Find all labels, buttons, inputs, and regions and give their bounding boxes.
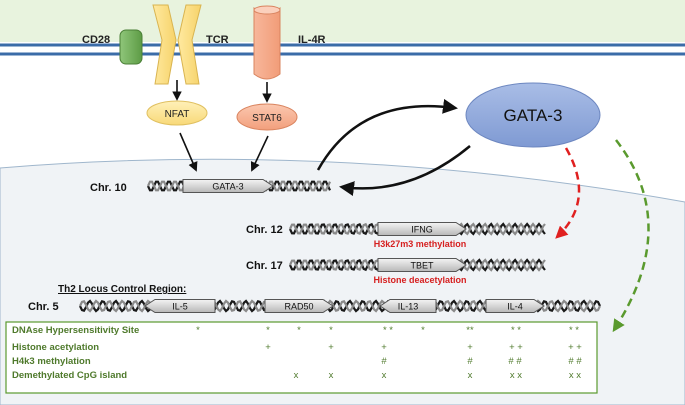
table-mark: +	[328, 342, 334, 353]
cd28-receptor	[119, 29, 143, 65]
ifng-gene: IFNG	[377, 222, 467, 236]
nfat-label: NFAT	[165, 109, 190, 120]
chr17-note: Histone deacetylation	[373, 275, 466, 285]
table-mark: #	[381, 356, 387, 367]
chromosome-12: IFNG	[289, 222, 546, 236]
gata3-protein-label: GATA-3	[504, 106, 563, 125]
table-mark: x x	[510, 370, 522, 381]
table-mark: x	[468, 370, 473, 381]
il5-gene: IL-5	[144, 299, 216, 313]
gata3-gene: GATA-3	[182, 179, 274, 193]
table-mark: **	[466, 325, 474, 336]
il4-gene: IL-4	[485, 299, 545, 313]
table-row-label: Demethylated CpG island	[12, 370, 127, 381]
gene-to-protein-arrow	[316, 98, 458, 171]
table-mark: x	[382, 370, 387, 381]
cell-membrane	[0, 43, 685, 56]
chr17-label: Chr. 17	[246, 260, 283, 272]
table-row-label: H4k3 methylation	[12, 356, 91, 367]
table-mark: * *	[569, 325, 579, 336]
chr10-label: Chr. 10	[90, 182, 127, 194]
table-mark: *	[196, 325, 200, 336]
rad50-gene-label: RAD50	[284, 302, 313, 312]
tcr-label: TCR	[206, 34, 229, 46]
ifng-gene-label: IFNG	[411, 225, 433, 235]
tbet-gene-label: TBET	[410, 261, 434, 271]
stat6-node	[236, 103, 298, 131]
cd28-label: CD28	[82, 34, 110, 46]
extracellular-region	[0, 0, 685, 42]
il13-gene-label: IL-13	[398, 302, 419, 312]
chromosome-5: IL-5 RAD50 IL-13 IL-4	[79, 299, 601, 313]
gata3-gene-label: GATA-3	[212, 182, 243, 192]
table-mark: +	[467, 342, 473, 353]
il4r-label: IL-4R	[298, 34, 326, 46]
table-mark: +	[265, 342, 271, 353]
table-mark: x x	[569, 370, 581, 381]
gata3-protein-node	[465, 82, 601, 148]
il13-gene: IL-13	[379, 299, 437, 313]
table-mark: *	[329, 325, 333, 336]
th2-lcr-title: Th2 Locus Control Region:	[58, 284, 186, 295]
table-mark: *	[266, 325, 270, 336]
epigenetic-marks-table	[5, 321, 598, 394]
il4-gene-label: IL-4	[507, 302, 523, 312]
table-row-label: Histone acetylation	[12, 342, 99, 353]
tbet-gene: TBET	[377, 258, 467, 272]
protein-feedback-arrow	[339, 145, 471, 197]
table-mark: x	[294, 370, 299, 381]
table-mark: x	[329, 370, 334, 381]
stat6-label: STAT6	[252, 113, 282, 124]
table-mark: * *	[383, 325, 393, 336]
table-mark: + +	[509, 342, 523, 353]
rad50-gene: RAD50	[264, 299, 334, 313]
table-mark: + +	[568, 342, 582, 353]
il5-gene-label: IL-5	[172, 302, 188, 312]
table-rows: DNAse Hypersensitivity Site***** ***** *…	[12, 325, 582, 381]
table-row-label: DNAse Hypersensitivity Site	[12, 325, 139, 336]
chr5-label: Chr. 5	[28, 301, 59, 313]
table-mark: +	[381, 342, 387, 353]
chr12-note: H3k27m3 methylation	[374, 239, 467, 249]
nfat-node	[146, 100, 208, 126]
table-mark: # #	[508, 356, 522, 367]
chromosome-17: TBET	[289, 258, 546, 272]
table-mark: *	[297, 325, 301, 336]
stat6-to-gata3-gene-arrow	[250, 135, 269, 172]
table-mark: *	[421, 325, 425, 336]
table-mark: # #	[568, 356, 582, 367]
tcr-receptor	[152, 4, 202, 85]
chromosome-10: GATA-3	[147, 179, 331, 193]
table-mark: * *	[511, 325, 521, 336]
il4r-receptor	[253, 5, 281, 80]
green-activation-arrow	[612, 139, 650, 333]
nfat-to-gata3-gene-arrow	[179, 132, 198, 172]
chr12-label: Chr. 12	[246, 224, 283, 236]
table-mark: #	[467, 356, 473, 367]
